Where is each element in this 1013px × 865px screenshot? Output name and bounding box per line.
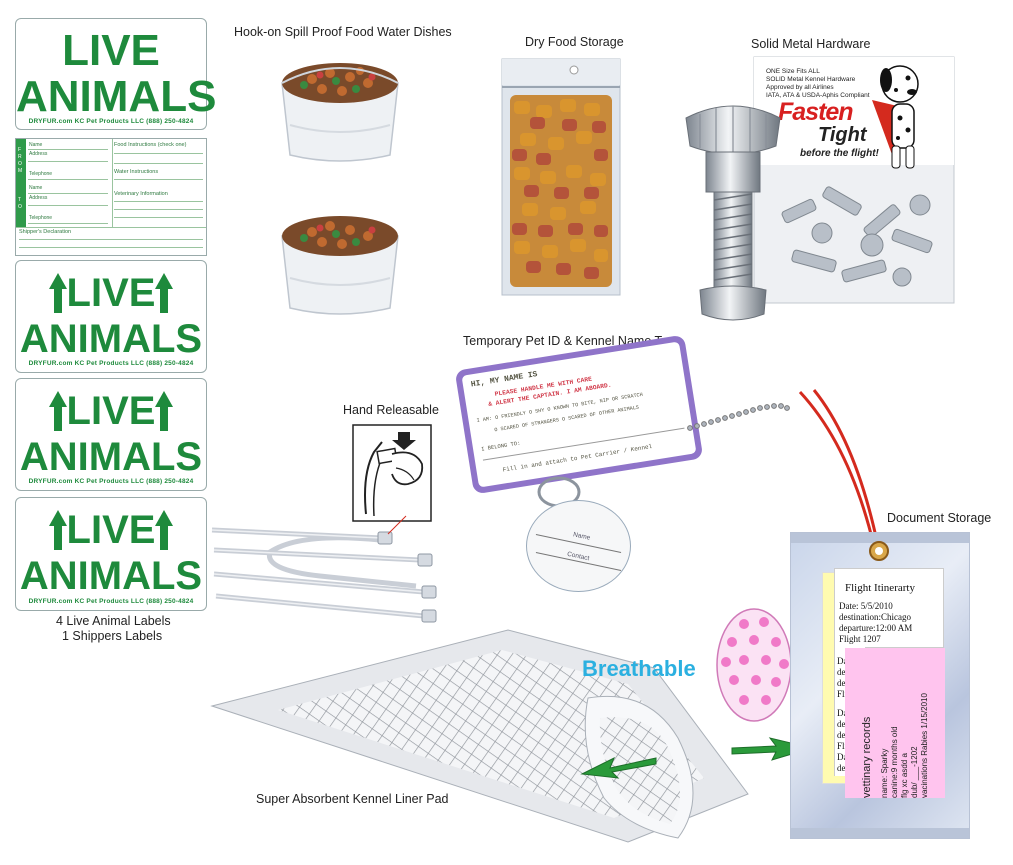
kennel-bolt-icon [685,105,781,321]
consignee-address-field: Address [29,195,48,201]
dalmatian-mascot-icon [872,65,919,169]
label-word-live: LIVE [66,508,156,552]
shipper-from-text: FROM [18,147,23,174]
vet-records-flg: flg xc asdd a [900,753,909,798]
hardware-text-line3: Approved by all Airlines [766,84,834,91]
label-word-animals: ANIMALS [19,435,203,479]
itinerary-sheet-main: Flight Itinerarty Date: 5/5/2010 destina… [834,568,944,648]
dry-food-caption: Dry Food Storage [525,35,624,49]
live-animal-label-2: LIVE ANIMALS DRYFUR.com KC Pet Products … [15,260,207,373]
itinerary-departure: departure:12:00 AM [839,623,913,633]
green-arrow-left-icon [580,756,657,779]
itinerary-flight: Flight 1207 [839,634,881,644]
hardware-bag [753,56,955,304]
vet-records-canine: canine:9 months old [890,726,899,798]
pink-dotted-egg [716,608,792,722]
live-animal-label-1: LIVE ANIMALS DRYFUR.com KC Pet Products … [15,18,217,130]
hardware-text-line4: IATA, ATA & USDA-Aphis Compliant [766,92,870,99]
cable-ties [211,515,437,623]
itinerary-destination: destination:Chicago [839,612,911,622]
shipper-telephone-field: Telephone [29,171,53,177]
vet-records-dub: dub/ ___-1202 [910,746,919,798]
itinerary-title: Flight Itinerarty [845,582,915,594]
brand-tagline: before the flight! [800,148,879,159]
label-footer: DRYFUR.com KC Pet Products LLC (888) 250… [28,360,194,367]
liner-pad-caption: Super Absorbent Kennel Liner Pad [256,792,449,806]
brand-fasten: Fasten [778,98,854,126]
live-animal-label-3: LIVE ANIMALS DRYFUR.com KC Pet Products … [15,378,207,491]
label-word-live: LIVE [66,389,156,433]
shippers-label: FROM TO Name Address Telephone Name Addr… [15,138,207,256]
vet-info-heading: Veterinary Information [114,191,168,197]
dry-food-bag [501,58,621,296]
labels-caption-line1: 4 Live Animal Labels [56,614,171,628]
vet-records-vaccinations: vacinations Rabies 1/15/2010 [920,693,929,798]
label-footer: DRYFUR.com KC Pet Products LLC (888) 250… [28,478,194,485]
up-arrow-icon [155,510,174,550]
up-arrow-icon [155,391,174,431]
consignee-name-field: Name [29,185,43,191]
food-dish-bottom [281,216,399,315]
consignee-telephone-field: Telephone [29,215,53,221]
hand-releasable-diagram [352,424,432,522]
up-arrow-icon [48,510,67,550]
up-arrow-icon [48,391,67,431]
round-tag-name-label: Name [572,531,591,542]
water-instructions-heading: Water Instructions [114,169,159,175]
shipper-address-field: Address [29,151,48,157]
vet-records-title: vettinary records [861,716,873,798]
food-dishes-caption: Hook-on Spill Proof Food Water Dishes [234,25,452,39]
vet-records-name: name: Sparky [880,748,889,798]
hardware-text-line2: SOLID Metal Kennel Hardware [766,76,856,83]
brand-tight: Tight [818,124,867,146]
label-word-animals: ANIMALS [16,72,217,121]
document-storage-caption: Document Storage [887,511,992,525]
label-footer: DRYFUR.com KC Pet Products LLC (888) 250… [28,118,194,125]
ball-chain [687,403,790,431]
itinerary-date: Date: 5/5/2010 [839,601,893,611]
hardware-text-line1: ONE Size Fits ALL [766,68,820,75]
pet-id-tag: HI, MY NAME IS PLEASE HANDLE ME WITH CAR… [454,334,704,495]
label-word-live: LIVE [62,26,160,75]
food-instructions-heading: Food Instructions (check one) [114,142,187,148]
up-arrow-icon [155,273,174,313]
shipper-to-text: TO [18,197,22,210]
shipper-name-field: Name [29,142,43,148]
red-lanyard [798,389,880,547]
round-name-tag: Name Contact [526,500,631,592]
hand-releasable-caption: Hand Releasable [343,403,439,417]
shippers-declaration-heading: Shipper's Declaration [19,229,72,235]
shippers-label-sidebar [16,139,26,227]
vet-records-card: vettinary records name: Sparky canine:9 … [845,648,945,798]
labels-caption-line2: 1 Shippers Labels [62,629,163,643]
grommet-icon [869,541,889,561]
label-footer: DRYFUR.com KC Pet Products LLC (888) 250… [28,598,194,605]
label-word-live: LIVE [66,271,156,315]
up-arrow-icon [48,273,67,313]
label-word-animals: ANIMALS [19,554,203,598]
food-dish-top [281,63,399,162]
breathable-text: Breathable [582,656,696,681]
live-animal-label-4: LIVE ANIMALS DRYFUR.com KC Pet Products … [15,497,207,611]
label-word-animals: ANIMALS [19,317,203,361]
hardware-caption: Solid Metal Hardware [751,37,871,51]
